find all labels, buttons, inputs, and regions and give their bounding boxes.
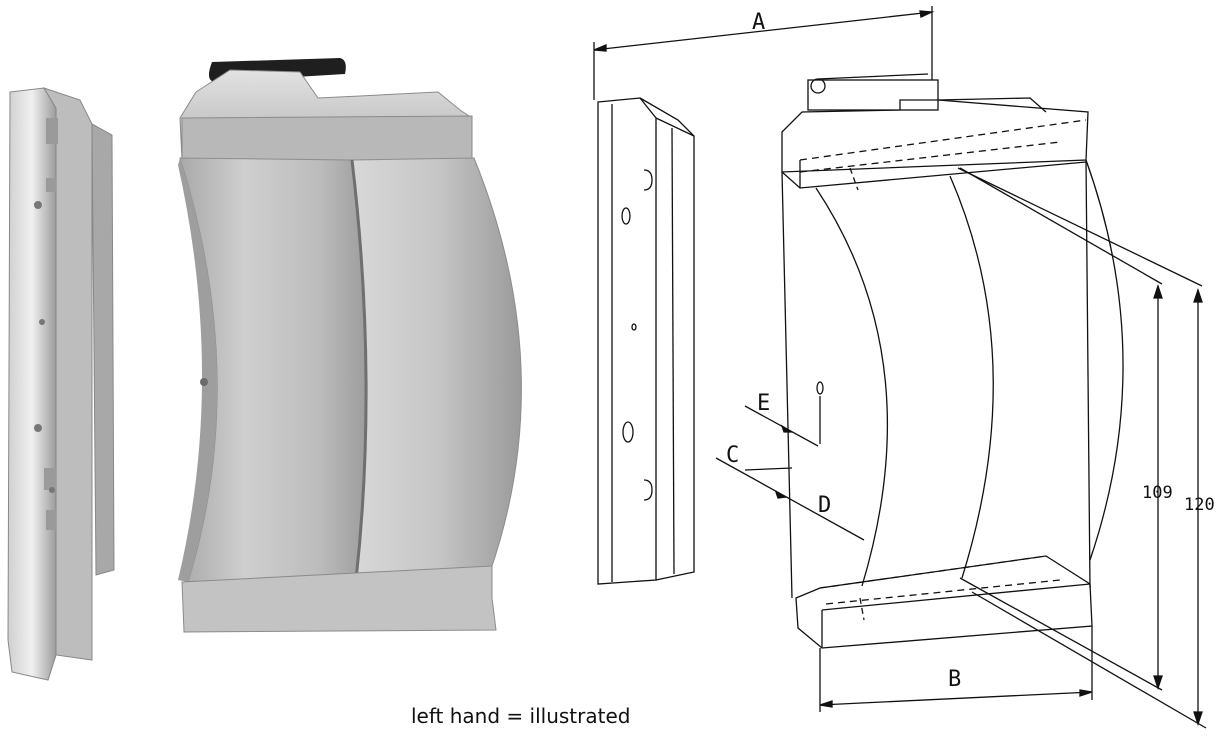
dim-label-c: C <box>726 443 739 468</box>
dim-label-d: D <box>818 493 831 518</box>
mounting-rail-photo <box>7 87 115 681</box>
gripper-photo <box>178 58 522 633</box>
technical-drawing <box>593 6 1207 729</box>
dim-label-e: E <box>757 391 770 416</box>
dim-label-a: A <box>752 10 765 35</box>
caption-text: left hand = illustrated <box>411 704 631 728</box>
dim-label-b: B <box>948 667 961 692</box>
dim-label-109: 109 <box>1142 483 1173 503</box>
dim-label-120: 120 <box>1184 495 1215 515</box>
